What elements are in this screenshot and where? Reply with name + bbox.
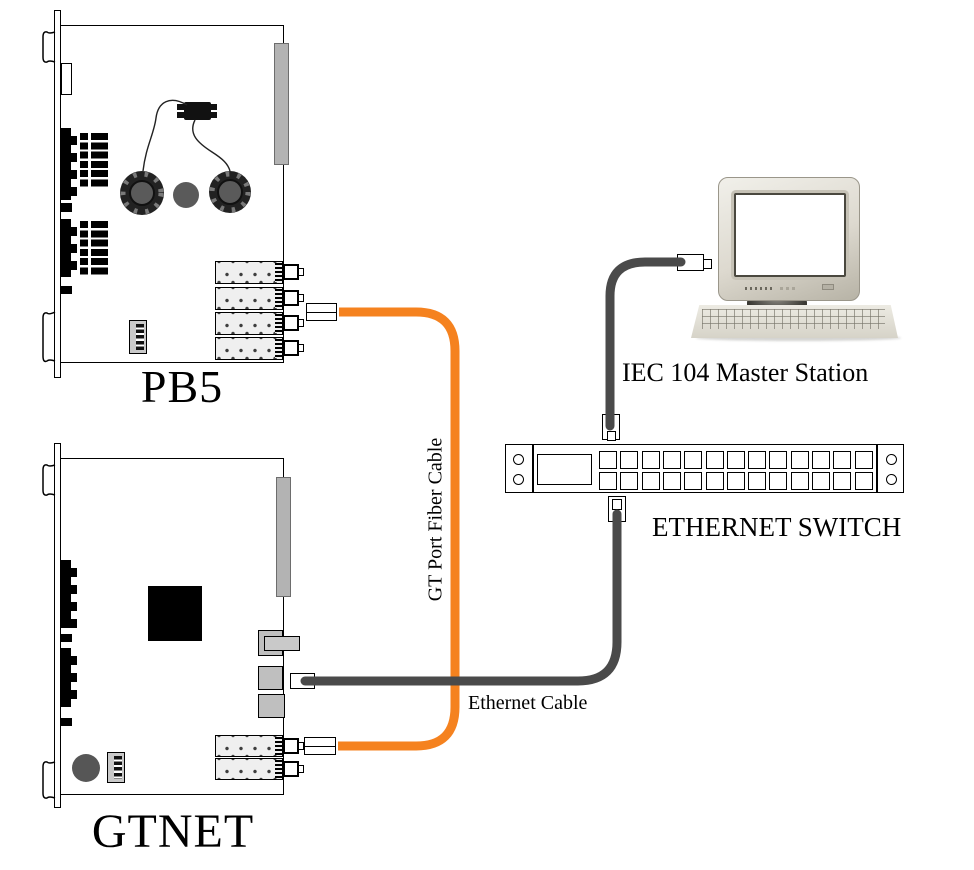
switch-mount-hole [886, 454, 897, 465]
fiber-connector-line [305, 745, 335, 748]
sfp-contacts [275, 737, 282, 755]
switch-port [620, 451, 639, 469]
switch-top-rj45-connector [602, 414, 620, 441]
keyboard-shadow [696, 335, 901, 341]
gtnet-ethernet-connector [290, 673, 315, 689]
switch-flange-line-left [532, 444, 534, 493]
sfp-contacts [275, 339, 282, 358]
sfp-contacts [275, 760, 282, 778]
gtnet-sfp-module-2 [215, 758, 304, 780]
sfp-contacts [275, 263, 282, 282]
switch-port [833, 471, 852, 490]
gtnet-button [72, 754, 100, 782]
switch-port [684, 471, 703, 490]
sfp-contacts [275, 314, 282, 333]
monitor-logo-marks [780, 287, 796, 290]
pb5-terminal-squares-top [80, 133, 88, 189]
switch-port [769, 451, 788, 469]
pb5-fiber-connector [306, 303, 337, 321]
switch-port [748, 451, 767, 469]
pb5-dip-positions [136, 324, 144, 350]
lc-port-icon [283, 340, 304, 356]
rj45-tab [703, 259, 712, 269]
switch-port [748, 471, 767, 490]
pb5-sfp-module-4 [215, 337, 304, 360]
fiber-cable-label: GT Port Fiber Cable [424, 437, 447, 602]
switch-port [662, 451, 681, 469]
ethernet-switch-label: ETHERNET SWITCH [652, 512, 902, 542]
switch-port [769, 471, 788, 490]
gtnet-dip-switch [107, 752, 125, 783]
lc-port-icon [283, 761, 304, 777]
sfp-contacts [275, 289, 282, 308]
lc-port-icon [283, 264, 304, 280]
gtnet-ethernet-port [258, 666, 283, 690]
switch-display [537, 454, 592, 485]
monitor-vent-dots [745, 287, 773, 290]
gtnet-label: GTNET [91, 805, 255, 858]
pb5-label: PB5 [140, 361, 224, 412]
pb5-backplane-connector [274, 43, 289, 165]
gtnet-port-1-plug [264, 636, 300, 651]
switch-port [705, 471, 724, 490]
fiber-connector-line [307, 311, 336, 314]
switch-port [833, 451, 852, 469]
switch-port [684, 451, 703, 469]
lc-port-icon [283, 315, 304, 331]
switch-port [641, 451, 660, 469]
keyboard [691, 305, 898, 338]
gtnet-processor-chip [148, 586, 202, 641]
switch-port [812, 451, 830, 469]
gtnet-backplane-connector [276, 477, 291, 597]
gtnet-dip-positions [114, 756, 122, 779]
monitor-power-button [822, 284, 834, 290]
gtnet-fiber-connector [304, 737, 336, 755]
keyboard-keys [702, 309, 885, 329]
switch-bottom-rj45-connector [608, 496, 626, 522]
switch-port [599, 471, 617, 490]
gtnet-to-switch-ethernet-cable [300, 509, 622, 686]
monitor-screen [734, 193, 846, 277]
pb5-sfp-module-3 [215, 312, 304, 335]
switch-port [790, 471, 809, 490]
switch-port [662, 471, 681, 490]
lc-port-icon [283, 290, 304, 306]
pb5-terminal-squares-bottom [80, 221, 88, 277]
pb5-dip-switch [129, 320, 147, 354]
switch-port [726, 451, 745, 469]
gtnet-port-3 [258, 694, 285, 718]
switch-port [705, 451, 724, 469]
switch-mount-hole [513, 454, 524, 465]
rj45-notch [607, 430, 616, 441]
switch-ports [599, 451, 877, 491]
pc-rj45-connector [677, 254, 712, 271]
switch-port [599, 451, 617, 469]
pb5-terminal-bars-bottom [91, 221, 108, 277]
switch-to-pc-ethernet-cable [605, 257, 686, 431]
switch-port [854, 471, 873, 490]
gtnet-sfp-module-1 [215, 735, 304, 757]
rj45-pin-window [612, 499, 622, 510]
pb5-sfp-module-2 [215, 287, 304, 310]
switch-port [790, 451, 809, 469]
switch-port [620, 471, 639, 490]
master-station-label: IEC 104 Master Station [622, 358, 869, 387]
pb5-edge-component [61, 63, 72, 95]
ethernet-cable-label: Ethernet Cable [468, 692, 588, 714]
switch-port [812, 471, 830, 490]
switch-mount-hole [513, 474, 524, 485]
switch-port [854, 451, 873, 469]
switch-port [641, 471, 660, 490]
switch-flange-line-right [876, 444, 878, 493]
switch-port [726, 471, 745, 490]
switch-mount-hole [886, 474, 897, 485]
pb5-terminal-bars-top [91, 133, 108, 189]
lc-port-icon [283, 738, 304, 754]
pb5-sfp-module-1 [215, 261, 304, 284]
